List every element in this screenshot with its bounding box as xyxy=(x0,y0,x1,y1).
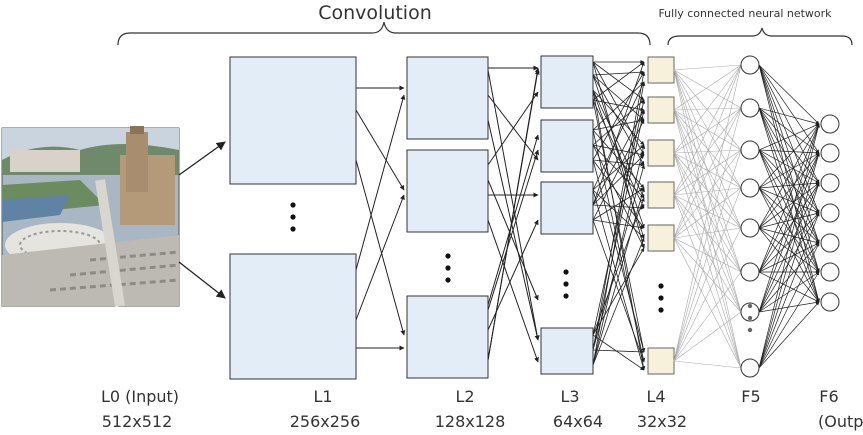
edge-l3-l4-11-2 xyxy=(593,350,644,352)
l2-map-2 xyxy=(407,150,488,232)
feature-maps xyxy=(230,56,674,379)
l3-map-1 xyxy=(541,56,593,108)
edge-l3-l4-11-0 xyxy=(593,72,644,350)
edge-l4-f5-0-1 xyxy=(674,70,741,108)
layer-label-l1: L1 xyxy=(313,387,332,406)
layer-label-f6: F6 xyxy=(819,387,838,406)
l3-dot-3 xyxy=(563,293,568,298)
edge-l2-l3-x4 xyxy=(488,150,538,310)
layer-label-l0: L0 (Input) xyxy=(101,387,179,406)
f5-neuron-8 xyxy=(741,359,759,377)
f6-neuron-5 xyxy=(821,234,839,252)
f5-neuron-5 xyxy=(741,219,759,237)
edge-l2-l3-x2 xyxy=(488,70,538,360)
layer-size-l4: 32x32 xyxy=(637,412,687,431)
f5-neuron-2 xyxy=(741,99,759,117)
edge-f5-f6-6-0 xyxy=(759,124,819,312)
edge-l3-l4-12-3 xyxy=(593,188,644,365)
f5-neuron-3 xyxy=(741,141,759,159)
layer-size-f6: (Output) xyxy=(818,412,863,431)
edge-f5-f6-6-6 xyxy=(759,302,819,312)
f6-neuron-3 xyxy=(821,174,839,192)
l3-map-3 xyxy=(541,182,593,234)
edge-f5-f6-6-4 xyxy=(759,243,819,312)
l4-unit-6 xyxy=(648,348,674,374)
edge-f5-f6-7-5 xyxy=(759,272,819,368)
l4-dot-3 xyxy=(658,307,663,312)
l2-dot-2 xyxy=(445,265,450,270)
l4-dot-1 xyxy=(658,283,663,288)
edge-l0-l1-1 xyxy=(179,142,225,175)
edge-l4-f5-2-6 xyxy=(674,153,741,312)
edge-l3-l4-0-2 xyxy=(593,62,644,248)
layer-label-f5: F5 xyxy=(741,387,760,406)
convolution-brace xyxy=(118,22,650,45)
layer-size-l3: 64x64 xyxy=(553,412,603,431)
layer-label-l4: L4 xyxy=(646,387,665,406)
edge-l4-f5-5-7 xyxy=(674,361,741,368)
f5-dot-3 xyxy=(748,328,752,332)
l4-dot-2 xyxy=(658,295,663,300)
edge-l2-l3-7 xyxy=(488,135,538,305)
f6-neuron-2 xyxy=(821,144,839,162)
l3-dot-2 xyxy=(563,281,568,286)
l4-unit-1 xyxy=(648,57,674,83)
l1-dot-3 xyxy=(290,226,295,231)
f5-dot-2 xyxy=(748,316,752,320)
l2-dot-1 xyxy=(445,253,450,258)
edge-l4-f5-4-4 xyxy=(674,228,741,238)
edge-l0-l1-2 xyxy=(179,262,225,298)
edge-l2-l3-2 xyxy=(488,95,538,160)
l1-dot-2 xyxy=(290,214,295,219)
edge-f5-f6-1-0 xyxy=(759,108,819,124)
l4-unit-5 xyxy=(648,225,674,251)
layer-label-l3: L3 xyxy=(560,387,579,406)
layer-size-l2: 128x128 xyxy=(435,412,506,431)
edge-l3-l4-12-0 xyxy=(593,145,644,365)
l1-map-2 xyxy=(230,254,356,379)
l2-map-1 xyxy=(407,57,488,139)
layer-size-l1: 256x256 xyxy=(290,412,361,431)
layer-size-l0: 512x512 xyxy=(102,412,173,431)
edge-l1-l2-2 xyxy=(356,160,404,335)
l2-map-3 xyxy=(407,296,488,378)
f5-neuron-4 xyxy=(741,179,759,197)
layer-label-l2: L2 xyxy=(455,387,474,406)
f5-neuron-6 xyxy=(741,263,759,281)
layer-labels: L0 (Input) 512x512 L1 256x256 L2 128x128… xyxy=(101,387,863,431)
l4-unit-4 xyxy=(648,182,674,208)
f6-neuron-6 xyxy=(821,263,839,281)
edge-f5-f6-6-1 xyxy=(759,153,819,312)
f5-neuron-1 xyxy=(741,56,759,74)
edge-l1-l2-6 xyxy=(356,195,404,320)
input-image xyxy=(2,126,179,306)
l3-map-4 xyxy=(541,328,593,374)
fully-connected-title: Fully connected neural network xyxy=(658,7,832,20)
l4-unit-3 xyxy=(648,140,674,166)
f6-neuron-1 xyxy=(821,115,839,133)
edge-l4-f5-2-4 xyxy=(674,153,741,228)
f6-neuron-4 xyxy=(821,204,839,222)
edge-l3-l4-1-2 xyxy=(593,72,644,75)
edge-l4-f5-3-0 xyxy=(674,65,741,195)
l4-unit-2 xyxy=(648,97,674,123)
convolution-title: Convolution xyxy=(318,2,432,24)
fully-connected-brace xyxy=(668,28,852,45)
f5-dot-1 xyxy=(748,304,752,308)
edge-l4-f5-0-0 xyxy=(674,65,741,70)
l3-dot-1 xyxy=(563,269,568,274)
edge-l2-l3-4 xyxy=(488,92,538,165)
l3-map-2 xyxy=(541,120,593,172)
l1-map-1 xyxy=(230,57,356,184)
edge-l4-f5-4-7 xyxy=(674,238,741,368)
f6-neuron-7 xyxy=(821,293,839,311)
l2-dot-3 xyxy=(445,277,450,282)
l1-dot-1 xyxy=(290,202,295,207)
